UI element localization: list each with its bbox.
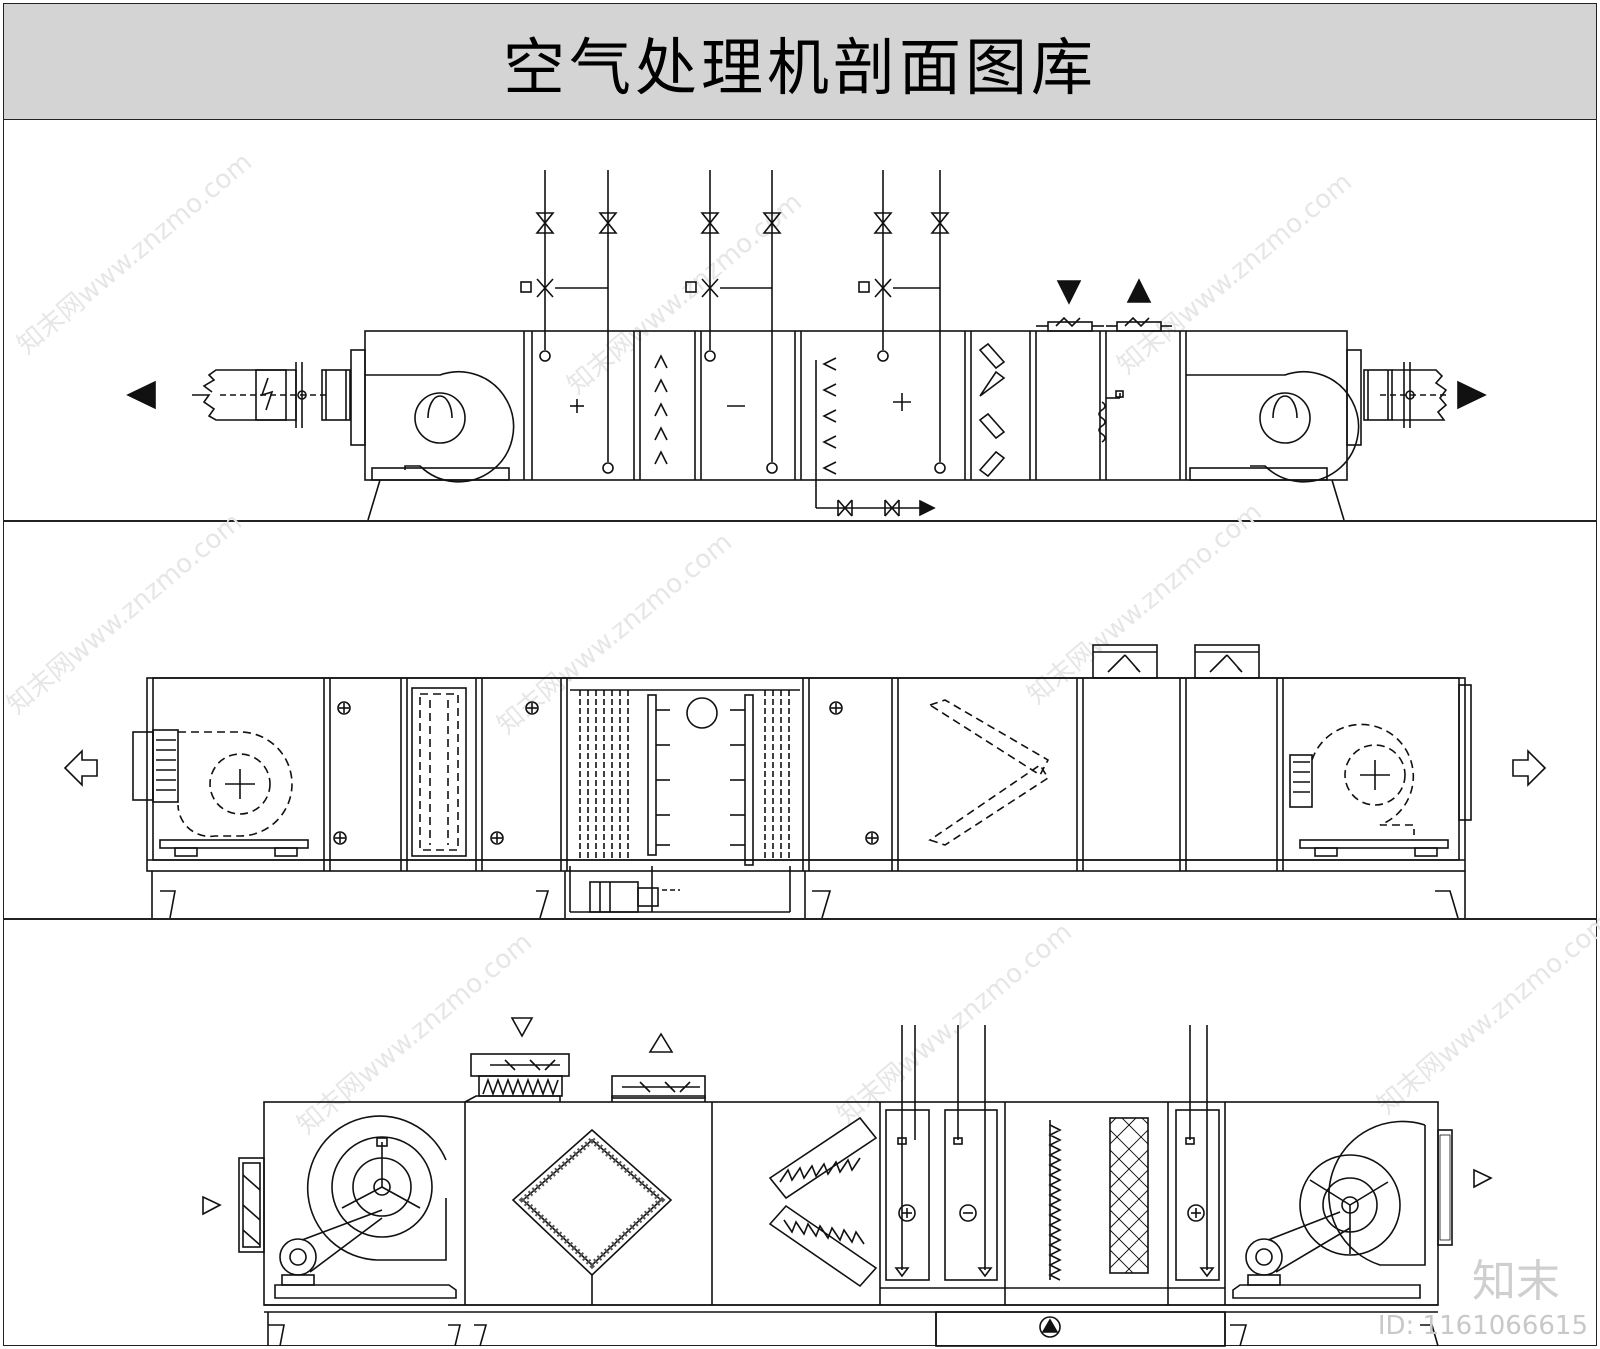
access-doors-2: [333, 701, 879, 845]
filter-2: [411, 687, 467, 857]
site-watermark: 知末网www.znzmo.com: [1112, 167, 1358, 380]
ahu-section-3: [202, 1017, 1493, 1347]
heating-coil-1: [520, 170, 618, 474]
supply-fan-2: [63, 729, 309, 857]
inlet-duct-1: [1363, 362, 1487, 428]
return-fan-2: [1289, 684, 1547, 857]
return-fan-1: [1186, 349, 1362, 483]
page-title: 空气处理机剖面图库: [502, 30, 1097, 104]
filter-1: [978, 342, 1006, 478]
watermark-logo: 知末: [1472, 1256, 1560, 1307]
reheat-coil-1: [858, 170, 950, 474]
site-watermark: 知末网www.znzmo.com: [2, 507, 248, 720]
diamond-filter-3: [511, 1128, 673, 1277]
supply-fan-3: [274, 1115, 457, 1299]
inlet-damper-3: [202, 1157, 265, 1253]
ahu-section-1: [126, 170, 1487, 521]
site-watermark: 知末网www.znzmo.com: [12, 147, 258, 360]
ahu-section-2: [63, 644, 1547, 919]
site-watermark: 知末网www.znzmo.com: [832, 917, 1078, 1130]
v-filter-3: [768, 1116, 878, 1288]
supply-fan-1: [350, 349, 515, 483]
outlet-duct-1: [126, 362, 351, 428]
reheat-coil-3: [1175, 1025, 1220, 1281]
cooling-coil-1: [685, 170, 782, 474]
eliminator-2: [928, 699, 1050, 846]
panel-section-3: [3, 918, 1597, 1346]
heating-coil-3: [880, 1025, 1225, 1289]
humidifier-3: [935, 1117, 1226, 1347]
spray-chamber-2: [569, 689, 800, 913]
site-watermark: 知末网www.znzmo.com: [1372, 907, 1600, 1120]
return-fan-3: [1232, 1120, 1493, 1299]
droplet-eliminator-1: [815, 357, 936, 517]
top-dampers-2: [1092, 644, 1260, 679]
cooling-coil-3: [944, 1025, 998, 1281]
site-watermark: 知末网www.znzmo.com: [292, 927, 538, 1140]
eliminator-1: [654, 354, 668, 465]
panel-section-1: [3, 119, 1597, 522]
panel-section-2: [3, 520, 1597, 920]
site-watermark: 知末网www.znzmo.com: [562, 187, 808, 400]
mixing-box-1: [1036, 278, 1172, 443]
watermark-id: ID: 1161066615: [1377, 1311, 1588, 1341]
title-bar: 空气处理机剖面图库: [3, 3, 1597, 120]
